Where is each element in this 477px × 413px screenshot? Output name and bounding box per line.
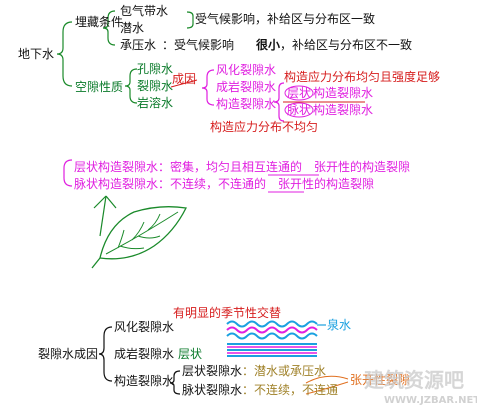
sub-layered-suffix: 构造裂隙水: [313, 86, 374, 100]
opening-label: 张开性裂隙: [350, 373, 411, 387]
sub-layered: 层状: [287, 86, 312, 100]
pore-item-porous: 孔隙水: [137, 62, 174, 76]
sec3-sub-vein-desc: ：不连续，不连通: [242, 383, 339, 397]
brace-root: [56, 21, 73, 87]
sec3-root: 裂隙水成因: [38, 347, 99, 361]
opening-arrow: [305, 375, 349, 384]
sec2-line1-a: 层状构造裂隙水：密集，均匀且相互连通的: [74, 160, 303, 174]
burial-item-confined: 承压水: [120, 38, 157, 52]
burial-label: 埋藏条件: [75, 15, 124, 29]
sec3-sub-vein: 脉状裂隙水: [182, 383, 243, 397]
sec2-line1-b: 张开性: [314, 160, 351, 174]
brace-burial: [102, 10, 116, 46]
brace-pore: [124, 68, 138, 104]
brace-sub: [273, 82, 285, 122]
burial-item-aerated: 包气带水: [120, 4, 169, 18]
fissure-type-diagenetic: 成岩裂隙水: [216, 80, 277, 94]
watermark-url: WWW.JZBAR.NET: [384, 395, 477, 406]
sec2-line1-c: 的构造裂隙: [350, 160, 411, 174]
bracket-qianshui: [186, 11, 194, 29]
fissure-type-structural: 构造裂隙水: [216, 97, 277, 111]
nonuniform-note: 构造应力分布不均匀: [210, 120, 319, 134]
sec2-line2-a: 脉状构造裂隙水：不连续，不连通的: [74, 177, 267, 191]
sec3-item-structural: 构造裂隙水: [114, 374, 175, 388]
ellipse-layered: [284, 85, 314, 101]
sec3-sub-layered-desc: ：潜水或承压水: [242, 364, 327, 378]
bracket-sec2: [63, 159, 73, 187]
sub-vein-suffix: 构造裂隙水: [313, 103, 374, 117]
chengya-note-b: 很小: [256, 38, 281, 52]
chengya-note-a: ：受气候影响: [162, 38, 235, 52]
qianshui-note: 受气候影响，补给区与分布区一致: [195, 12, 376, 26]
layered-label: 层状: [178, 347, 203, 361]
root-label: 地下水: [18, 47, 55, 61]
spring-label: 泉水: [327, 318, 352, 332]
sec3-item-weathering: 风化裂隙水: [114, 320, 175, 334]
fissure-type-weathering: 风化裂隙水: [216, 63, 277, 77]
sub-vein: 脉状: [287, 103, 312, 117]
sec3-item-diagenetic: 成岩裂隙水: [114, 347, 175, 361]
ellipse-vein: [284, 102, 314, 118]
wave-illustration: [226, 320, 318, 357]
opening-arrow-2: [305, 381, 349, 395]
cause-arrow-line: [170, 79, 198, 88]
sec2-line2-b: 张开性: [278, 177, 315, 191]
seasonal-label: 有明显的季节性交替: [173, 306, 282, 320]
pore-label: 空隙性质: [75, 80, 124, 94]
pore-item-fissure: 裂隙水: [137, 79, 174, 93]
brace-fissure: [201, 69, 215, 106]
uniform-note: 构造应力分布均匀且强度足够: [284, 70, 441, 84]
sec2-line2-c: 的构造裂隙: [314, 177, 375, 191]
chengya-note-c: ，补给区与分布区不一致: [280, 38, 413, 52]
cause-label: 成因: [172, 72, 197, 86]
sec3-sub-layered: 层状裂隙水: [182, 364, 243, 378]
leaf-icon: [91, 195, 187, 269]
pore-item-karst: 岩溶水: [137, 96, 174, 110]
brace-sec3-sub: [169, 370, 181, 395]
brace-sec3: [98, 326, 113, 382]
burial-item-phreatic: 潜水: [120, 21, 145, 35]
watermark-text: 建筑资源吧: [364, 368, 464, 392]
